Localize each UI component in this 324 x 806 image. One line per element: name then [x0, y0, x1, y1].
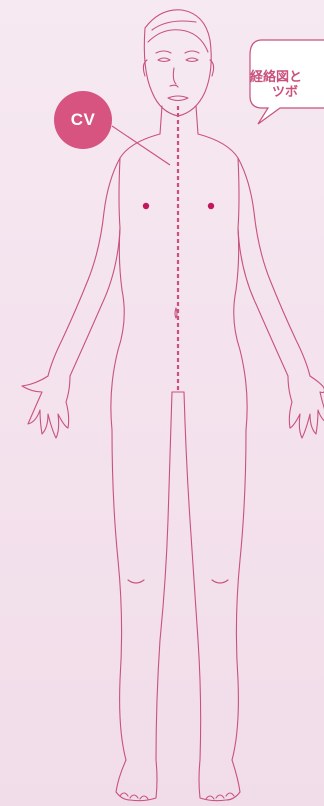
- bubble-line-2: ツボ: [250, 85, 324, 100]
- bubble-text: 経絡図と ツボ: [250, 70, 324, 100]
- bubble-line-1: 経絡図と: [250, 70, 302, 85]
- right-point: [208, 203, 214, 209]
- badge-leader-line: [112, 126, 170, 165]
- cv-badge: CV: [54, 91, 112, 149]
- left-point: [143, 203, 149, 209]
